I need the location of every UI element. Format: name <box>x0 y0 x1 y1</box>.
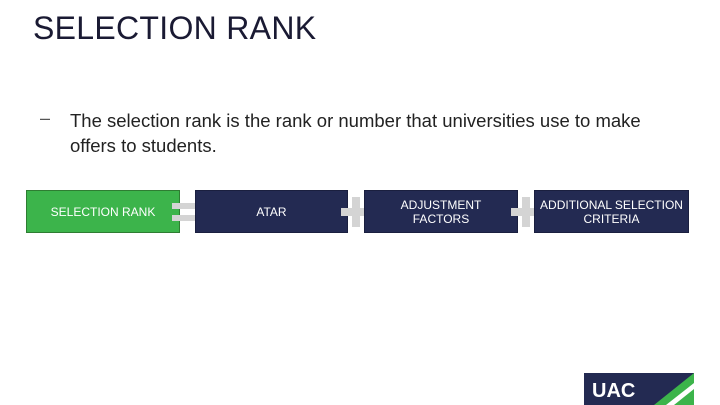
additional-selection-criteria-box: ADDITIONAL SELECTION CRITERIA <box>534 190 689 233</box>
bullet-dash-icon: – <box>40 108 51 128</box>
adjustment-factors-label: ADJUSTMENT FACTORS <box>400 197 482 226</box>
adjustment-factors-box: ADJUSTMENT FACTORS <box>364 190 518 233</box>
uac-logo: UAC <box>584 373 694 405</box>
slide-title: SELECTION RANK <box>33 10 317 46</box>
uac-logo-text: UAC <box>592 380 635 402</box>
additional-selection-criteria-label: ADDITIONAL SELECTION CRITERIA <box>540 197 683 226</box>
selection-rank-box: SELECTION RANK <box>26 190 180 233</box>
bullet-text: The selection rank is the rank or number… <box>70 110 641 156</box>
atar-box: ATAR <box>195 190 348 233</box>
selection-rank-label: SELECTION RANK <box>50 204 156 219</box>
atar-label: ATAR <box>256 204 287 219</box>
